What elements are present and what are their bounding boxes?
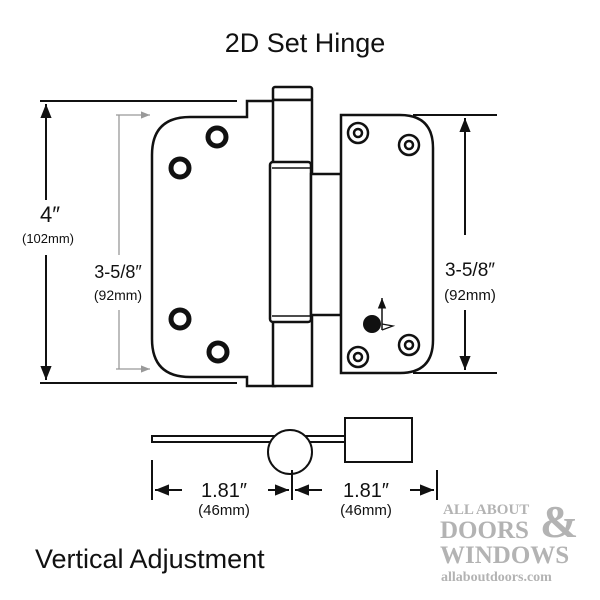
adjustment-screw-icon: [363, 298, 396, 333]
overall-height-inch: 4″: [40, 202, 60, 227]
svg-text:&: &: [540, 496, 578, 547]
svg-text:DOORS: DOORS: [440, 517, 529, 544]
left-leaf-height-inch: 3-5/8″: [94, 262, 142, 282]
screw-hole: [168, 307, 192, 331]
right-leaf-height-mm: (92mm): [444, 287, 496, 304]
right-leaf: [339, 113, 435, 375]
right-leaf-height-inch: 3-5/8″: [445, 260, 495, 281]
overall-height-mm: (102mm): [22, 231, 74, 246]
hinge-barrel: [268, 160, 313, 324]
hinge-side-view: [151, 417, 413, 475]
diagram-title: 2D Set Hinge: [225, 28, 386, 58]
left-leaf-height-dimension: [116, 111, 150, 373]
diagram-caption: Vertical Adjustment: [35, 544, 265, 574]
right-leaf-screw-holes: [346, 121, 421, 369]
svg-text:allaboutdoors.com: allaboutdoors.com: [441, 570, 552, 585]
screw-hole: [206, 340, 230, 364]
left-leaf-screw-holes: [168, 125, 230, 364]
right-width-mm: (46mm): [340, 502, 392, 519]
overall-height-dimension: [40, 100, 237, 384]
left-width-mm: (46mm): [198, 502, 250, 519]
hinge-bridge: [309, 172, 343, 317]
svg-text:ALL ABOUT: ALL ABOUT: [443, 502, 529, 518]
left-leaf-height-mm: (92mm): [94, 287, 142, 303]
right-leaf-height-dimension: [413, 114, 497, 374]
brand-logo: ALL ABOUT & DOORS WINDOWS allaboutdoors.…: [440, 496, 578, 585]
width-dimensions: [151, 460, 438, 500]
svg-text:WINDOWS: WINDOWS: [440, 542, 569, 569]
left-width-inch: 1.81″: [201, 480, 247, 502]
screw-hole: [205, 125, 229, 149]
hinge-front-view: [150, 85, 435, 388]
hinge-pin-cap: [271, 85, 314, 102]
screw-hole: [168, 156, 192, 180]
right-width-inch: 1.81″: [343, 480, 389, 502]
